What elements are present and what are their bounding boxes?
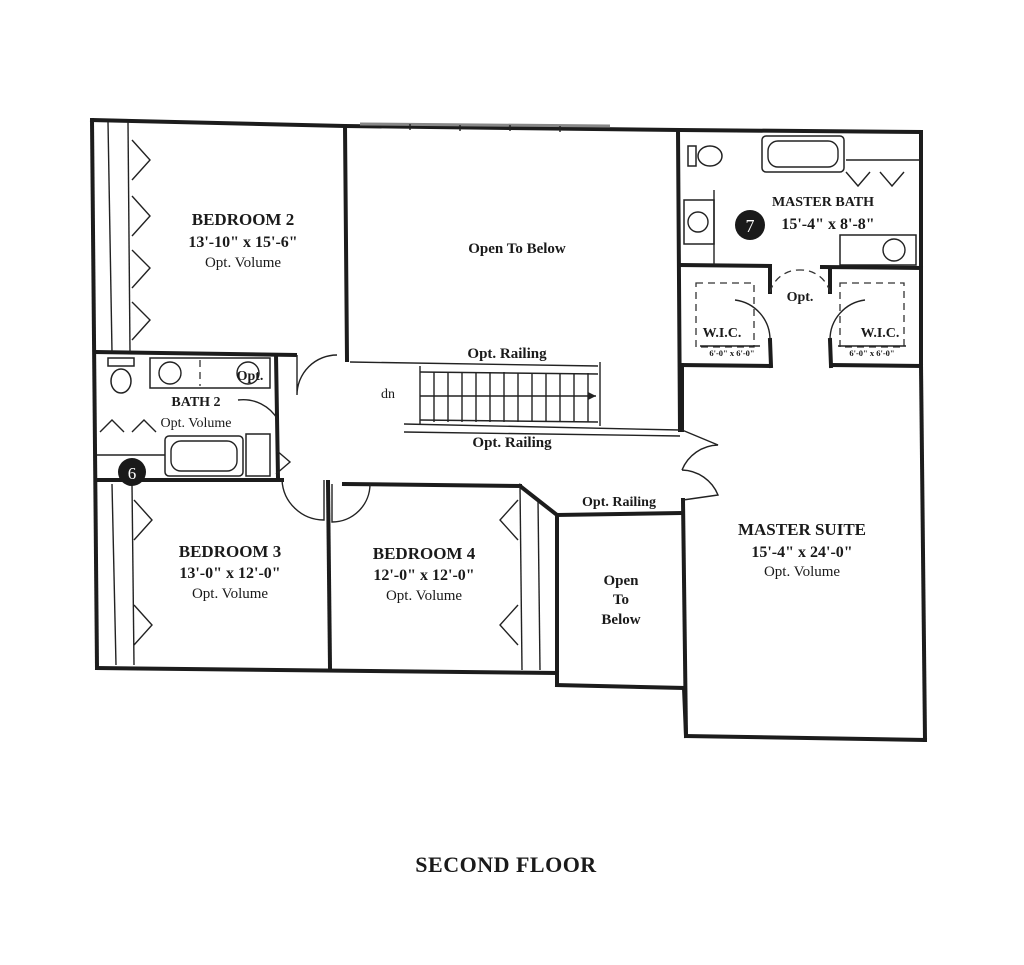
walk-in-closets	[695, 282, 906, 348]
bedroom3-size: 13'-0" x 12'-0"	[179, 565, 280, 582]
bedroom4-note: Opt. Volume	[386, 588, 462, 604]
wic-right-name: W.I.C.	[861, 326, 900, 341]
master-bath-marker: 7	[735, 210, 765, 240]
wic-left-name: W.I.C.	[703, 326, 742, 341]
master-bath-marker-number: 7	[746, 216, 755, 236]
bedroom4-name: BEDROOM 4	[373, 544, 476, 563]
door-swings	[237, 269, 866, 523]
bath2-name: BATH 2	[171, 395, 220, 410]
bedroom3-note: Opt. Volume	[192, 586, 268, 602]
open-below-small-line3: Below	[601, 612, 640, 628]
railing-upper-label: Opt. Railing	[467, 346, 547, 362]
open-below-small-line1: Open	[603, 573, 639, 589]
open-below-small-line2: To	[613, 592, 629, 608]
bedroom4-size: 12'-0" x 12'-0"	[373, 567, 474, 584]
bath2-note: Opt. Volume	[160, 416, 231, 431]
interior-walls	[92, 123, 924, 739]
bedroom2-size: 13'-10" x 15'-6"	[188, 234, 297, 251]
room-labels: BEDROOM 2 13'-10" x 15'-6" Opt. Volume O…	[118, 195, 899, 628]
closet-doors	[99, 121, 905, 671]
master-suite-size: 15'-4" x 24'-0"	[751, 544, 852, 561]
master-bath-size: 15'-4" x 8'-8"	[781, 216, 874, 233]
master-bath-name: MASTER BATH	[772, 195, 874, 210]
bath-fixtures	[107, 135, 920, 477]
bath2-marker: 6	[118, 458, 146, 486]
bath2-marker-number: 6	[128, 464, 137, 483]
wic-left-size: 6'-0" x 6'-0"	[709, 348, 754, 358]
open-below-top-label: Open To Below	[468, 241, 566, 257]
staircase	[349, 361, 681, 437]
master-suite-name: MASTER SUITE	[738, 520, 866, 539]
bath2-opt: Opt.	[237, 369, 264, 384]
closet-opt-label: Opt.	[787, 290, 814, 305]
bedroom3-name: BEDROOM 3	[179, 542, 281, 561]
stair-label: dn	[381, 387, 395, 402]
floor-title: SECOND FLOOR	[415, 852, 597, 877]
railing-right-label: Opt. Railing	[582, 495, 656, 510]
railing-lower-label: Opt. Railing	[472, 435, 552, 451]
wic-right-size: 6'-0" x 6'-0"	[849, 348, 894, 358]
bedroom2-name: BEDROOM 2	[192, 210, 294, 229]
bedroom2-note: Opt. Volume	[205, 255, 281, 271]
master-suite-note: Opt. Volume	[764, 564, 840, 580]
